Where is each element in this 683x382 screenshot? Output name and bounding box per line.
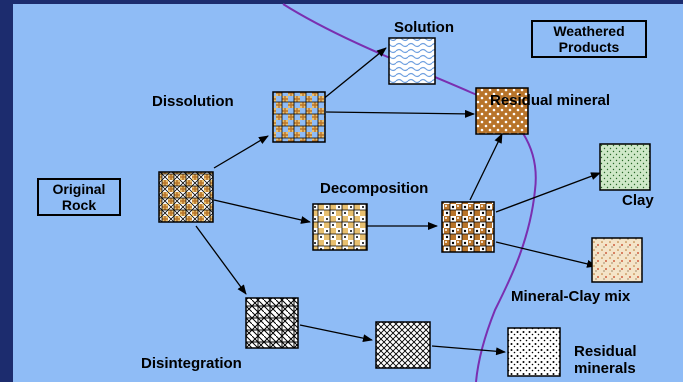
disintegration-stage2-sample xyxy=(375,321,431,369)
label-dissolution: Dissolution xyxy=(152,93,234,110)
label-residual-minerals: Residual minerals xyxy=(574,343,637,377)
label-clay: Clay xyxy=(622,192,654,209)
clay-sample xyxy=(599,143,651,191)
residual-mineral-sample xyxy=(475,87,529,135)
decomposition-sample xyxy=(312,203,368,251)
label-solution: Solution xyxy=(394,19,454,36)
dissolution-sample xyxy=(272,91,326,143)
decomposition-stage2-sample xyxy=(441,201,495,253)
arrow-rock-to-decomposition xyxy=(213,199,311,224)
arrow-decomp2-to-residual xyxy=(469,133,503,201)
weathered-line2: Products xyxy=(558,39,620,55)
residual-minerals-line2: minerals xyxy=(574,360,636,377)
solution-sample xyxy=(388,37,436,85)
arrow-decomp2-to-mix xyxy=(495,241,597,268)
arrow-rock-to-disintegration xyxy=(195,225,247,295)
original-rock-title: Original Rock xyxy=(37,178,121,216)
weathered-products-title: Weathered Products xyxy=(531,20,647,58)
arrow-decomp2-to-clay xyxy=(495,172,601,213)
label-mineral-clay-mix: Mineral-Clay mix xyxy=(511,288,631,305)
label-residual-mineral: Residual mineral xyxy=(490,92,611,109)
arrow-dissolution-to-residual xyxy=(325,109,475,118)
arrow-disint-to-disint2 xyxy=(299,324,373,343)
original-line1: Original xyxy=(52,181,106,197)
weathered-line1: Weathered xyxy=(553,23,625,39)
arrow-dissolution-to-solution xyxy=(321,47,387,101)
mineral-clay-mix-sample xyxy=(591,237,643,283)
arrow-rock-to-dissolution xyxy=(213,135,269,169)
residual-minerals-line1: Residual xyxy=(574,343,637,360)
arrow-disint2-to-resid2 xyxy=(431,345,506,356)
label-disintegration: Disintegration xyxy=(141,355,242,372)
residual-minerals-sample xyxy=(507,327,561,377)
original-rock-sample xyxy=(158,171,214,223)
original-line2: Rock xyxy=(61,197,97,213)
label-decomposition: Decomposition xyxy=(320,180,429,197)
disintegration-sample xyxy=(245,297,299,349)
diagram-panel xyxy=(13,4,683,382)
